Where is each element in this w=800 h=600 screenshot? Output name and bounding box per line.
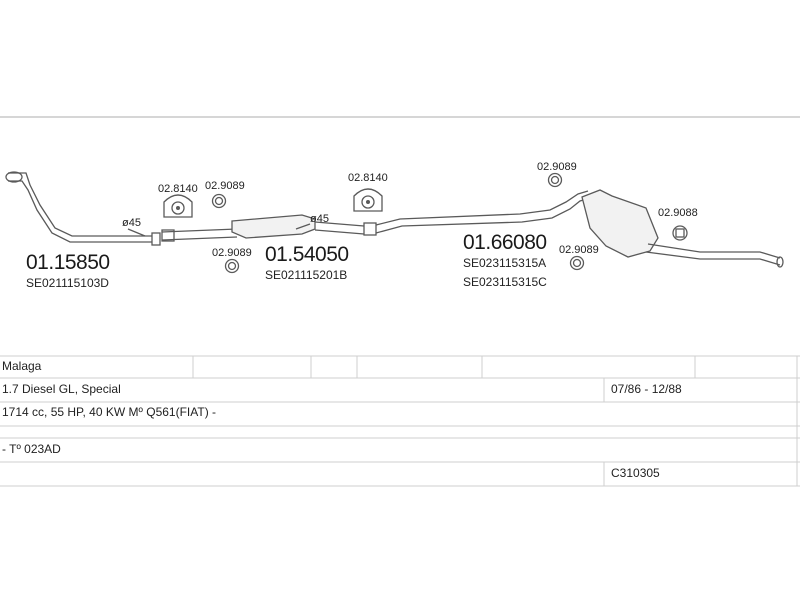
diameter-label: ø45: [122, 217, 141, 229]
oem-code: SE021115103D: [26, 276, 109, 290]
fitting-code: 02.8140: [348, 172, 388, 184]
fitting-code: 02.9089: [212, 247, 252, 259]
fitting-code: 02.9089: [205, 180, 245, 192]
part-code: 01.54050: [265, 243, 349, 266]
rubber-ring-icon: [224, 258, 240, 274]
table-cell: 1714 cc, 55 HP, 40 KW Mº Q561(FIAT) -: [2, 405, 216, 419]
fitting-code: 02.9089: [559, 244, 599, 256]
front-pipe: [5, 171, 161, 246]
fitting-code: 02.8140: [158, 183, 198, 195]
clamp-icon: [163, 194, 193, 218]
table-cell: C310305: [611, 466, 660, 480]
table-cell: 07/86 - 12/88: [611, 382, 682, 396]
fitting-code: 02.9088: [658, 207, 698, 219]
table-cell: Malaga: [2, 359, 42, 373]
oem-code: SE023115315C: [463, 275, 547, 289]
fitting-code: 02.9089: [537, 161, 577, 173]
hanger-icon: [672, 225, 688, 241]
rubber-ring-icon: [569, 255, 585, 271]
rear-silencer: [363, 189, 784, 268]
table-cell: - Tº 023AD: [2, 442, 61, 456]
middle-silencer: [161, 214, 365, 242]
vehicle-info-table: Malaga 1.7 Diesel GL, Special 07/86 - 12…: [0, 355, 800, 487]
rubber-ring-icon: [211, 193, 227, 209]
oem-code: SE021115201B: [265, 268, 347, 282]
rubber-ring-icon: [547, 172, 563, 188]
table-cell: 1.7 Diesel GL, Special: [2, 382, 121, 396]
part-code: 01.15850: [26, 251, 110, 274]
clamp-icon: [353, 188, 383, 212]
diameter-label: ø45: [310, 213, 329, 225]
part-code: 01.66080: [463, 231, 547, 254]
oem-code: SE023115315A: [463, 256, 546, 270]
